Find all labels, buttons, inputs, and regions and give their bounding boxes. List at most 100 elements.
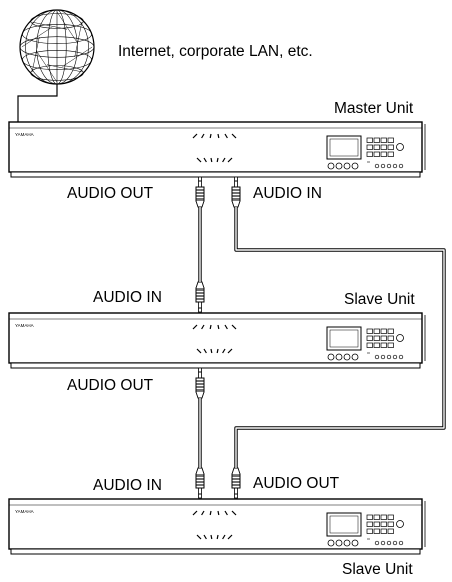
brand-logo: YAMAHA xyxy=(15,132,34,137)
globe-facet xyxy=(56,11,77,42)
globe-facet xyxy=(21,27,52,48)
master-audio-in-label: AUDIO IN xyxy=(253,185,322,202)
network-cable-line xyxy=(17,84,58,124)
function-button xyxy=(343,162,351,170)
keypad-button xyxy=(366,528,373,534)
slave-unit-1-label: Slave Unit xyxy=(344,291,415,308)
small-button xyxy=(374,163,380,169)
keypad-button xyxy=(366,335,373,341)
keypad-button xyxy=(387,137,394,143)
keypad-button xyxy=(380,328,387,334)
unit-1: YAMAHA xyxy=(8,312,426,369)
keypad-button xyxy=(387,521,394,527)
mic-indicator xyxy=(210,157,213,163)
plug-relief xyxy=(195,281,205,289)
master-unit-label: Master Unit xyxy=(334,100,414,117)
keypad-button xyxy=(380,528,387,534)
keypad-button xyxy=(373,328,380,334)
small-button xyxy=(386,540,392,546)
globe-facet xyxy=(46,64,82,73)
mic-indicator xyxy=(231,133,237,139)
lcd-screen xyxy=(329,515,359,534)
mic-indicator xyxy=(196,534,202,540)
keypad-button xyxy=(380,137,387,143)
small-button xyxy=(380,540,386,546)
lcd-display xyxy=(326,135,362,160)
mic-indicator xyxy=(222,534,226,540)
small-button xyxy=(398,540,404,546)
small-button xyxy=(374,354,380,360)
keypad-button xyxy=(380,335,387,341)
keypad-button xyxy=(387,514,394,520)
mic-indicator xyxy=(224,510,228,516)
keypad-button xyxy=(366,137,373,143)
small-button xyxy=(374,540,380,546)
mic-indicator xyxy=(224,324,228,330)
knob xyxy=(396,143,404,151)
keypad-button xyxy=(380,151,387,157)
keypad-button xyxy=(380,514,387,520)
small-button xyxy=(380,163,386,169)
small-button xyxy=(392,163,398,169)
mic-indicator xyxy=(216,534,219,540)
keypad-button xyxy=(380,144,387,150)
keypad-button xyxy=(380,342,387,348)
keypad-button xyxy=(366,328,373,334)
audio-plug-icon xyxy=(195,176,205,208)
mic-indicator xyxy=(203,157,207,163)
mic-indicator xyxy=(196,348,202,354)
mic-indicator xyxy=(201,324,205,330)
keypad-button xyxy=(366,151,373,157)
mic-indicator xyxy=(216,348,219,354)
small-button xyxy=(386,163,392,169)
keypad-button xyxy=(387,144,394,150)
keypad-button xyxy=(366,342,373,348)
small-button xyxy=(392,540,398,546)
slave1-audio-out-label: AUDIO OUT xyxy=(67,377,154,394)
network-cable xyxy=(17,84,58,124)
keypad-button xyxy=(387,328,394,334)
audio-plug-icon xyxy=(231,176,241,208)
mic-indicator xyxy=(196,157,202,163)
mic-indicator xyxy=(217,510,220,516)
globe-facet xyxy=(37,52,58,83)
return-cable-core xyxy=(235,207,445,468)
master-audio-out-label: AUDIO OUT xyxy=(67,185,154,202)
slave1-audio-in-label: AUDIO IN xyxy=(93,289,162,306)
mic-indicator xyxy=(209,324,212,330)
mic-indicator xyxy=(192,510,198,516)
small-button xyxy=(386,354,392,360)
plug-tip xyxy=(198,176,202,188)
keypad-button xyxy=(387,335,394,341)
function-button xyxy=(335,353,343,361)
mic-indicator xyxy=(192,324,198,330)
globe-facet xyxy=(31,36,40,72)
audio-plug-icon xyxy=(195,367,205,399)
knob xyxy=(396,520,404,528)
keypad-button xyxy=(387,151,394,157)
mic-indicator xyxy=(203,534,207,540)
plug-tip xyxy=(234,176,238,188)
mic-indicator xyxy=(201,510,205,516)
small-button xyxy=(398,354,404,360)
small-button xyxy=(380,354,386,360)
function-button xyxy=(351,353,359,361)
plug-relief xyxy=(231,200,241,208)
plug-relief xyxy=(195,467,205,475)
function-button xyxy=(335,539,343,547)
network-label: Internet, corporate LAN, etc. xyxy=(118,43,313,60)
lcd-screen xyxy=(329,138,359,157)
globe-facet xyxy=(74,22,83,58)
mic-indicator xyxy=(203,348,207,354)
mic-indicator xyxy=(224,133,228,139)
globe-facet xyxy=(62,46,93,67)
function-button xyxy=(343,539,351,547)
lcd-display xyxy=(326,326,362,351)
small-button xyxy=(392,354,398,360)
keypad-button xyxy=(373,137,380,143)
audio-plug-icon xyxy=(195,281,205,313)
brand-logo: YAMAHA xyxy=(15,323,34,328)
audio-plug-icon xyxy=(195,467,205,499)
